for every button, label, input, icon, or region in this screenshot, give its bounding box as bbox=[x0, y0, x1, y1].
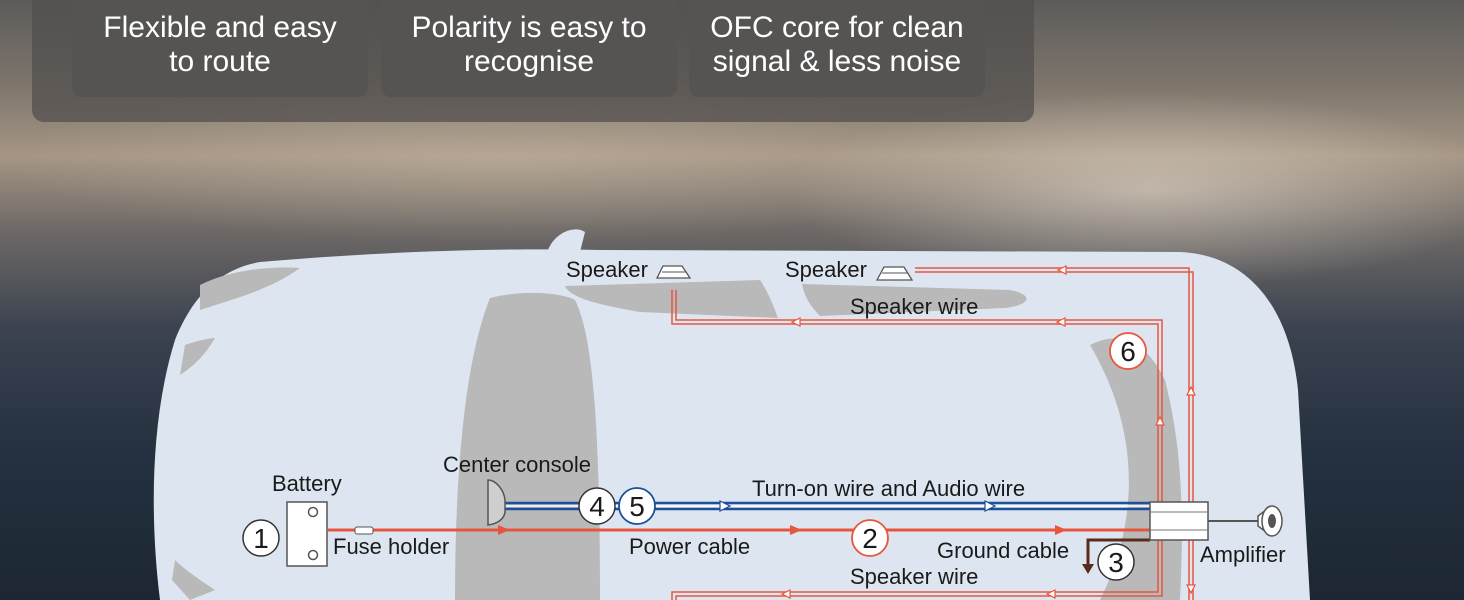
svg-text:4: 4 bbox=[589, 491, 605, 522]
label-ground-cable: Ground cable bbox=[937, 538, 1069, 563]
svg-text:3: 3 bbox=[1108, 547, 1124, 578]
speaker-right-icon bbox=[875, 266, 914, 281]
label-power-cable: Power cable bbox=[629, 534, 750, 559]
marker-1: 1 bbox=[242, 519, 280, 557]
headlight-mid bbox=[180, 338, 215, 375]
speaker-wire-arrows bbox=[780, 265, 1196, 599]
feature-3-line1: OFC core for clean bbox=[710, 11, 964, 44]
label-amplifier: Amplifier bbox=[1200, 542, 1286, 567]
ground-cable bbox=[1082, 538, 1150, 574]
center-console-icon bbox=[487, 479, 506, 526]
feature-2-line1: Polarity is easy to bbox=[411, 11, 647, 44]
car-mirror bbox=[548, 229, 585, 252]
marker-2: 2 bbox=[851, 519, 889, 557]
label-speaker-right: Speaker bbox=[785, 257, 867, 282]
speaker-left-icon bbox=[655, 265, 692, 279]
svg-text:6: 6 bbox=[1120, 336, 1136, 367]
power-cable bbox=[328, 525, 1150, 535]
label-speaker-wire-bottom: Speaker wire bbox=[850, 564, 978, 589]
feature-1-line1: Flexible and easy bbox=[103, 11, 337, 44]
marker-5: 5 bbox=[618, 487, 656, 525]
subwoofer-icon bbox=[1208, 505, 1283, 537]
headlight-bottom bbox=[172, 560, 215, 600]
feature-2-line2: recognise bbox=[463, 45, 595, 78]
label-speaker-wire-top: Speaker wire bbox=[850, 294, 978, 319]
label-turn-on-audio: Turn-on wire and Audio wire bbox=[752, 476, 1025, 501]
svg-text:2: 2 bbox=[862, 523, 878, 554]
marker-3: 3 bbox=[1097, 543, 1135, 581]
label-battery: Battery bbox=[272, 471, 342, 496]
speaker-wire-top bbox=[671, 267, 1194, 600]
marker-4: 4 bbox=[578, 487, 616, 525]
label-speaker-left: Speaker bbox=[566, 257, 648, 282]
marker-6: 6 bbox=[1109, 332, 1147, 370]
feature-3-line2: signal & less noise bbox=[712, 45, 962, 78]
headlight-top bbox=[200, 267, 300, 310]
battery-icon bbox=[286, 501, 328, 567]
amplifier-icon bbox=[1149, 501, 1209, 541]
label-fuse-holder: Fuse holder bbox=[333, 534, 449, 559]
fuse-holder-icon bbox=[354, 526, 374, 535]
svg-text:1: 1 bbox=[253, 523, 269, 554]
label-center-console: Center console bbox=[443, 452, 591, 477]
roof-window-right bbox=[802, 284, 1027, 316]
svg-text:5: 5 bbox=[629, 491, 645, 522]
feature-1-line2: to route bbox=[169, 45, 271, 78]
car-body bbox=[153, 249, 1311, 600]
